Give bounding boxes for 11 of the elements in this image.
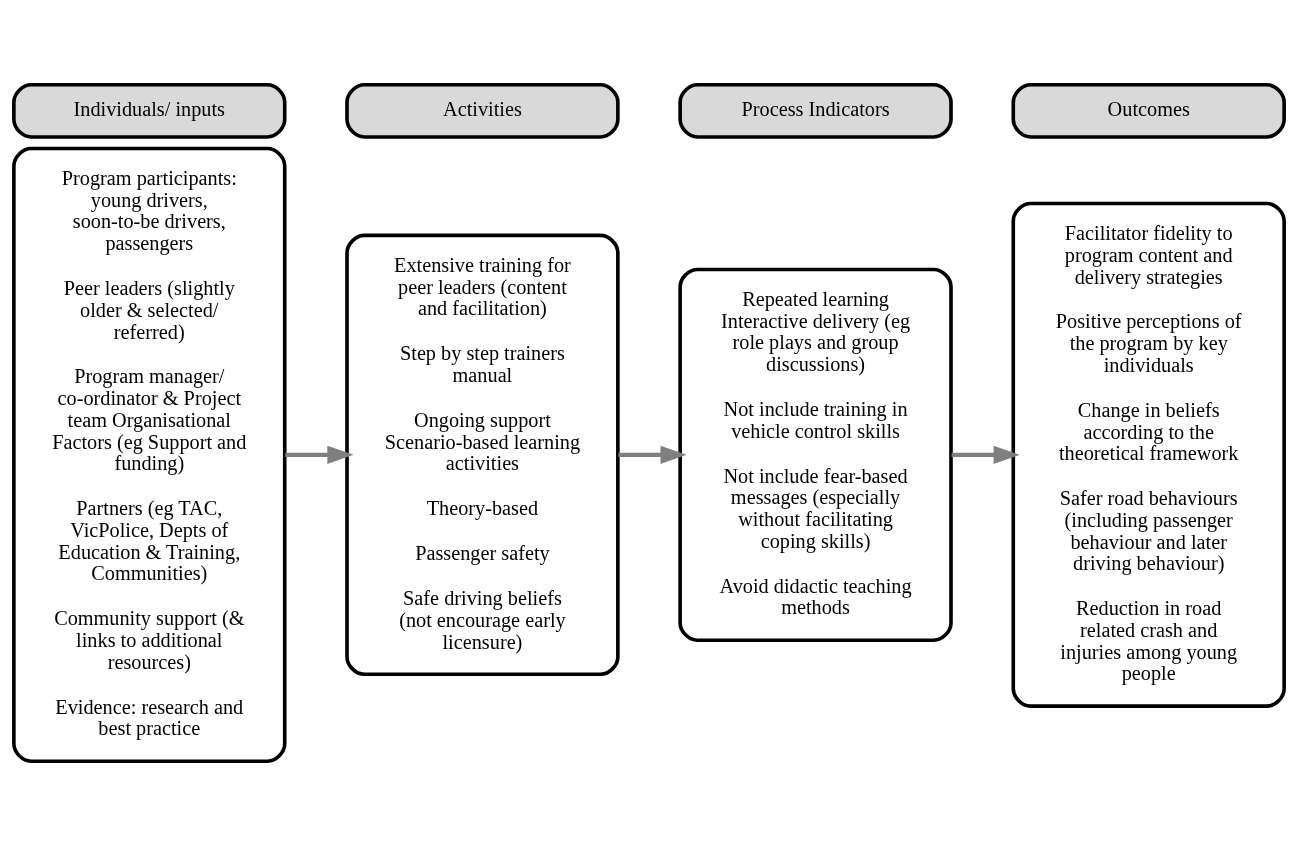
node-box: Activities (345, 82, 620, 139)
node-box: Extensive training for peer leaders (content and facilitation) Step by step trainers manual Ongoing support Scenario-based learning activities Theory-based Passenger safety Safe driving beliefs (not encourage early licensure) (345, 233, 620, 676)
node-box: Outcomes (1011, 82, 1286, 139)
arrow (618, 445, 687, 464)
node-box: Program participants: young drivers, soon-to-be drivers, passengers Peer leaders (slightly older & selected/ referred) Program manager/ co-ordinator & Project team Organisational Factors (eg Support and funding) Partners (eg TAC, VicPolice, Depts of Education & Training, Communities) Community support (& links to additional resources) Evidence: research and best practice (12, 146, 287, 763)
node-box: Individuals/ inputs (12, 82, 287, 139)
node-box: Facilitator fidelity to program content and delivery strategies Positive perceptions of the program by key individuals Change in beliefs according to the theoretical framework Safer road behaviours (including passenger behaviour and later driving behaviour) Reduction in road related crash and injuries among young people (1011, 201, 1286, 708)
node-box: Repeated learning Interactive delivery (eg role plays and group discussions) Not include training in vehicle control skills Not include fear-based messages (especially without facilitating coping skills) Avoid didactic teaching methods (678, 267, 953, 642)
arrow (951, 445, 1020, 464)
node-box: Process Indicators (678, 82, 953, 139)
arrow (285, 445, 354, 464)
